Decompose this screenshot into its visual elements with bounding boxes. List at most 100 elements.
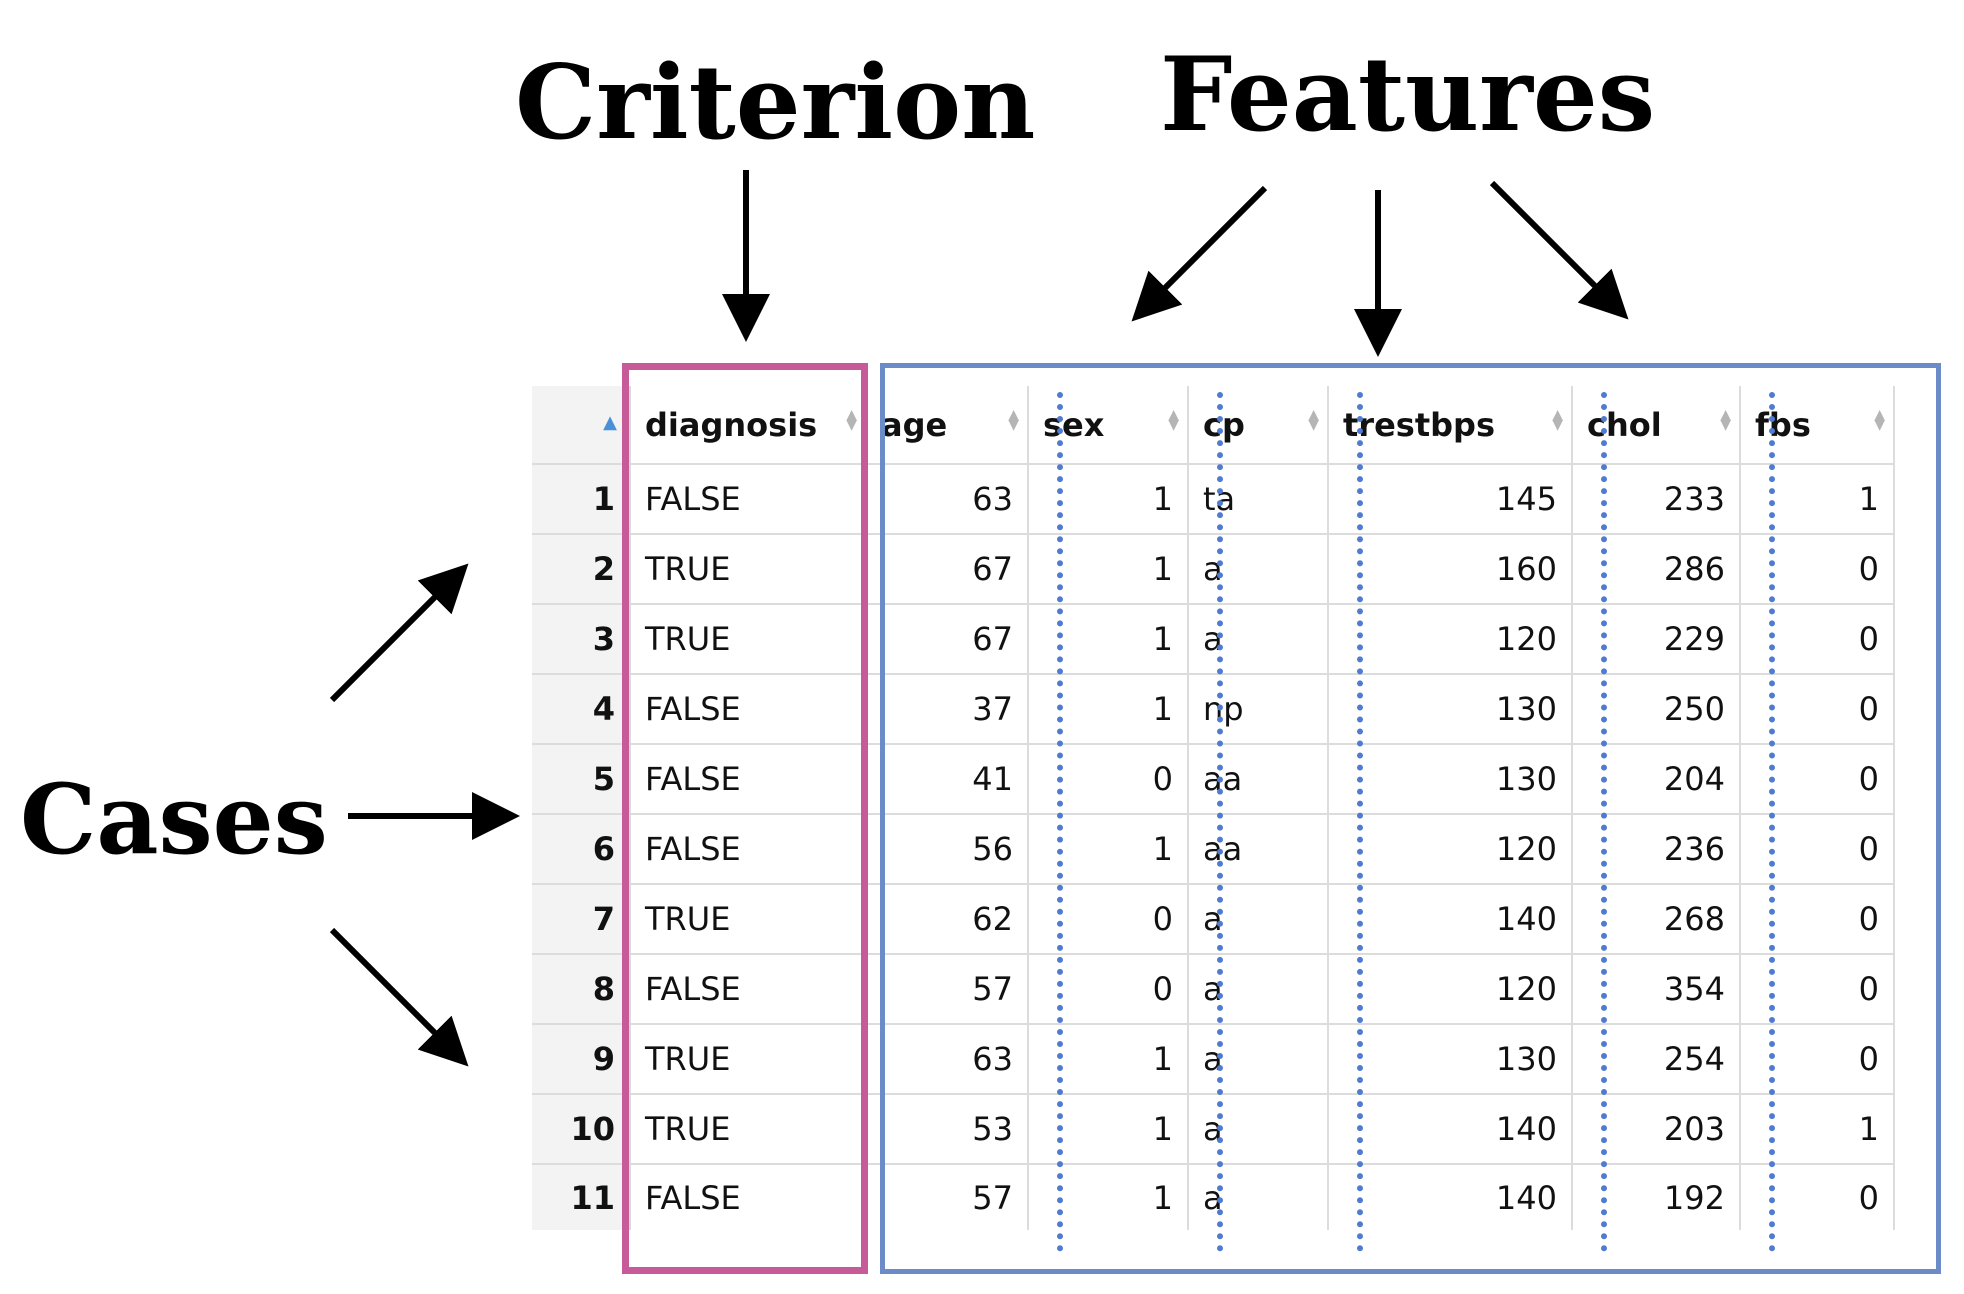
column-header-sex[interactable]: sex ▲▼ [1028,386,1189,465]
cell-trestbps: 130 [1328,1024,1573,1095]
cell-chol: 250 [1572,674,1741,745]
cell-diagnosis: TRUE [630,1024,867,1095]
cell-fbs: 1 [1740,1094,1895,1165]
cell-age: 67 [866,604,1029,675]
cell-diagnosis: FALSE [630,954,867,1025]
row-index: 10 [532,1094,631,1165]
cell-trestbps: 160 [1328,534,1573,605]
column-header-diagnosis[interactable]: diagnosis ▲▼ [630,386,867,465]
column-header-label: diagnosis [645,405,818,444]
cell-trestbps: 140 [1328,884,1573,955]
data-table: ▲ diagnosis▲▼ age▲▼ sex▲▼ cp▲▼ trestbps▲… [532,386,1895,1230]
cell-chol: 286 [1572,534,1741,605]
cell-fbs: 1 [1740,464,1895,535]
cases-arrow-down [329,927,469,1067]
cell-diagnosis: FALSE [630,744,867,815]
cell-chol: 354 [1572,954,1741,1025]
cell-trestbps: 140 [1328,1094,1573,1165]
column-header-label: sex [1043,405,1105,444]
features-arrow-left [1131,185,1268,322]
cell-fbs: 0 [1740,1024,1895,1095]
sort-icon: ▲▼ [1008,407,1019,433]
cell-trestbps: 145 [1328,464,1573,535]
cell-cp: a [1188,954,1329,1025]
column-header-label: age [881,405,948,444]
feature-divider-chol-fbs [1769,392,1775,1252]
column-header-label: fbs [1755,405,1811,444]
cell-age: 57 [866,954,1029,1025]
cell-diagnosis: TRUE [630,534,867,605]
cell-age: 67 [866,534,1029,605]
cell-age: 37 [866,674,1029,745]
row-index: 3 [532,604,631,675]
criterion-highlight-box [622,363,868,1274]
cell-fbs: 0 [1740,604,1895,675]
cell-fbs: 0 [1740,674,1895,745]
cell-chol: 203 [1572,1094,1741,1165]
cell-chol: 254 [1572,1024,1741,1095]
cell-diagnosis: FALSE [630,1164,867,1230]
row-index: 7 [532,884,631,955]
column-header-trestbps[interactable]: trestbps▲▼ [1328,386,1573,465]
sort-icon: ▲▼ [1308,407,1319,433]
cell-trestbps: 130 [1328,674,1573,745]
cell-trestbps: 120 [1328,814,1573,885]
cell-age: 57 [866,1164,1029,1230]
cell-cp: a [1188,1094,1329,1165]
cell-trestbps: 120 [1328,604,1573,675]
row-index: 6 [532,814,631,885]
feature-divider-age-sex [1057,392,1063,1252]
cell-age: 62 [866,884,1029,955]
cell-cp: a [1188,604,1329,675]
cell-cp: np [1188,674,1329,745]
sort-icon: ▲▼ [1168,407,1179,433]
cell-diagnosis: FALSE [630,814,867,885]
cell-sex: 1 [1028,814,1189,885]
cell-trestbps: 120 [1328,954,1573,1025]
row-index: 9 [532,1024,631,1095]
cell-age: 41 [866,744,1029,815]
cell-sex: 0 [1028,954,1189,1025]
row-index-header[interactable]: ▲ [532,386,631,465]
cases-arrow-up [329,563,469,703]
cases-label: Cases [20,763,328,876]
sort-icon: ▲▼ [1874,407,1885,433]
column-header-label: trestbps [1343,405,1495,444]
feature-divider-sex-cp [1217,392,1223,1252]
cell-sex: 1 [1028,604,1189,675]
sort-icon: ▲▼ [1720,407,1731,433]
sort-icon: ▲▼ [846,407,857,433]
cell-fbs: 0 [1740,744,1895,815]
cell-sex: 1 [1028,1024,1189,1095]
column-header-age[interactable]: age ▲▼ [866,386,1029,465]
cell-trestbps: 140 [1328,1164,1573,1230]
cell-chol: 192 [1572,1164,1741,1230]
features-highlight-box [880,363,1941,1274]
column-header-fbs[interactable]: fbs ▲▼ [1740,386,1895,465]
column-header-chol[interactable]: chol ▲▼ [1572,386,1741,465]
cell-trestbps: 130 [1328,744,1573,815]
cell-sex: 1 [1028,1164,1189,1230]
cell-age: 63 [866,464,1029,535]
cell-chol: 233 [1572,464,1741,535]
cell-age: 63 [866,1024,1029,1095]
row-index: 8 [532,954,631,1025]
cell-diagnosis: TRUE [630,1094,867,1165]
column-header-cp[interactable]: cp▲▼ [1188,386,1329,465]
cell-fbs: 0 [1740,534,1895,605]
row-index: 2 [532,534,631,605]
cell-chol: 229 [1572,604,1741,675]
column-header-label: chol [1587,405,1662,444]
row-index: 11 [532,1164,631,1230]
feature-divider-trestbps-chol [1601,392,1607,1252]
cell-chol: 204 [1572,744,1741,815]
cell-fbs: 0 [1740,1164,1895,1230]
